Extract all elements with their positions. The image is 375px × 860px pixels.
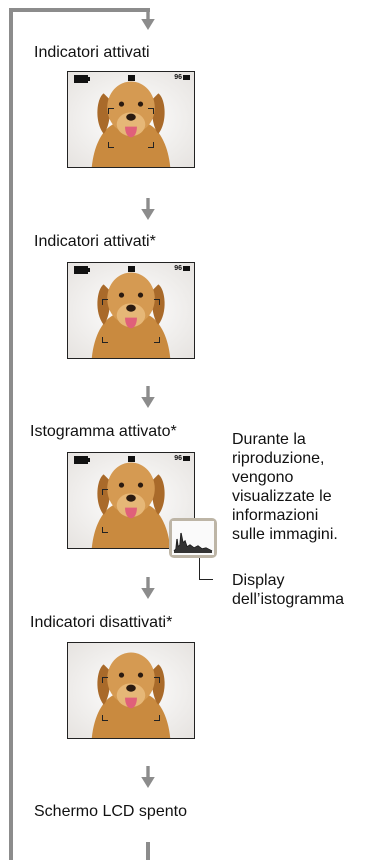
af-frame-corner [154,337,160,343]
step-label-indicators-off: Indicatori disattivati* [30,614,173,631]
af-frame-corner [154,715,160,721]
af-frame-corner [102,489,108,495]
step-label-indicators-on: Indicatori attivati [34,44,150,61]
memory-card-icon [128,75,135,81]
step-label-lcd-off: Schermo LCD spento [34,803,187,820]
image-count: 96 [174,74,190,81]
callout-leader-vertical [199,558,200,580]
memory-card-icon [183,74,190,80]
playback-info-note: Durante la riproduzione, vengono visuali… [232,431,338,543]
step-label-histogram-on: Istogramma attivato* [30,423,177,440]
camera-screen-indicators-on: 96 [67,71,195,168]
battery-icon [74,266,90,274]
memory-card-icon [183,455,190,461]
af-frame-corner [154,299,160,305]
callout-leader-horizontal [199,579,213,580]
memory-card-icon [128,266,135,272]
down-arrow-icon [141,766,155,788]
loop-line-top [9,8,150,12]
af-frame-corner [102,677,108,683]
loop-line-left [9,8,13,860]
af-frame-corner [108,142,114,148]
battery-icon [74,456,90,464]
camera-screen-indicators-off [67,642,195,739]
histogram-display [169,518,217,558]
down-arrow-icon [141,198,155,220]
af-frame-corner [102,527,108,533]
battery-icon [74,75,90,83]
af-frame-corner [102,715,108,721]
down-arrow-icon [141,8,155,30]
loop-line-bottom-stub [146,842,150,860]
histogram-display-label: Display dell’istogramma [232,572,345,608]
memory-card-icon [128,456,135,462]
image-count: 96 [174,265,190,272]
down-arrow-icon [141,577,155,599]
down-arrow-icon [141,386,155,408]
af-frame-corner [148,108,154,114]
af-frame-corner [108,108,114,114]
memory-card-icon [183,265,190,271]
af-frame-corner [102,337,108,343]
camera-screen-indicators-on-detail: 96 [67,262,195,359]
histogram-graph [172,521,214,555]
af-frame-corner [148,142,154,148]
af-frame-corner [102,299,108,305]
af-frame-corner [154,677,160,683]
step-label-indicators-on-detail: Indicatori attivati* [34,233,156,250]
image-count: 96 [174,455,190,462]
